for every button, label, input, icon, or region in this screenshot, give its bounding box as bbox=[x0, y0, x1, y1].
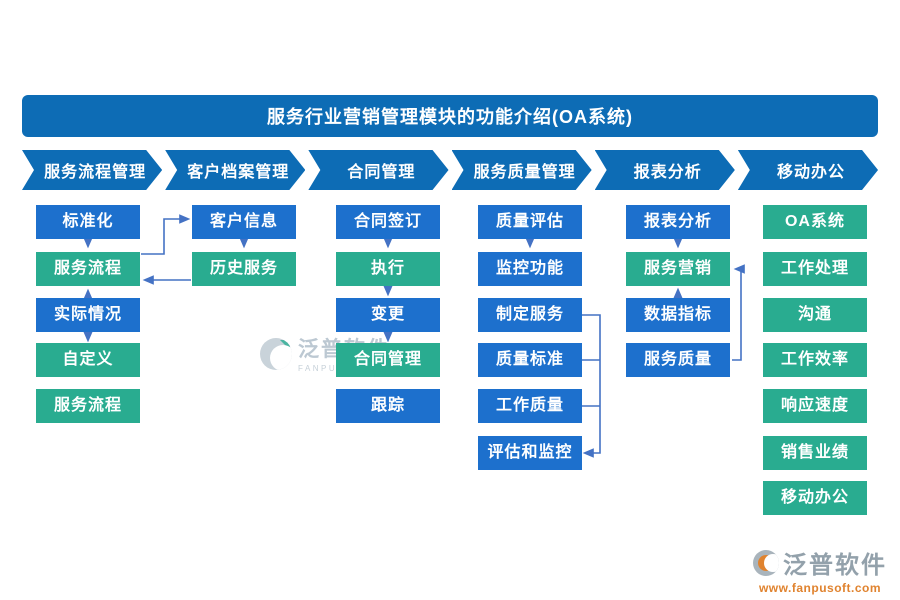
watermark-url-text: www.fanpusoft.com bbox=[758, 581, 882, 595]
flow-box-5-1: 报表分析 bbox=[626, 205, 730, 239]
flow-box-6-6: 销售业绩 bbox=[763, 436, 867, 470]
flow-box-4-2: 监控功能 bbox=[478, 252, 582, 286]
column-header-3: 合同管理 bbox=[308, 150, 448, 190]
flow-box-4-1: 质量评估 bbox=[478, 205, 582, 239]
column-header-5: 报表分析 bbox=[595, 150, 735, 190]
flow-box-6-2: 工作处理 bbox=[763, 252, 867, 286]
watermark-brand-text: 泛普软件 bbox=[783, 552, 887, 579]
flow-box-1-2: 服务流程 bbox=[36, 252, 140, 286]
header-banner-row: 服务流程管理客户档案管理合同管理服务质量管理报表分析移动办公 bbox=[22, 150, 878, 190]
column-header-4: 服务质量管理 bbox=[452, 150, 592, 190]
fanpu-logo-icon bbox=[260, 338, 292, 370]
connector-arrow bbox=[141, 214, 191, 255]
flow-box-3-1: 合同签订 bbox=[336, 205, 440, 239]
connector-arrow bbox=[732, 264, 745, 361]
flow-box-1-1: 标准化 bbox=[36, 205, 140, 239]
flow-box-3-4: 合同管理 bbox=[336, 343, 440, 377]
flow-box-5-4: 服务质量 bbox=[626, 343, 730, 377]
page-title: 服务行业营销管理模块的功能介绍(OA系统) bbox=[267, 107, 633, 127]
flow-box-5-3: 数据指标 bbox=[626, 298, 730, 332]
column-header-1: 服务流程管理 bbox=[22, 150, 162, 190]
connector-arrow bbox=[582, 314, 601, 458]
flow-box-6-7: 移动办公 bbox=[763, 481, 867, 515]
flow-box-6-1: OA系统 bbox=[763, 205, 867, 239]
flow-box-1-5: 服务流程 bbox=[36, 389, 140, 423]
column-header-6: 移动办公 bbox=[738, 150, 878, 190]
flow-box-5-2: 服务营销 bbox=[626, 252, 730, 286]
flow-box-3-2: 执行 bbox=[336, 252, 440, 286]
flow-box-1-3: 实际情况 bbox=[36, 298, 140, 332]
flow-box-4-6: 评估和监控 bbox=[478, 436, 582, 470]
flow-box-6-4: 工作效率 bbox=[763, 343, 867, 377]
title-bar: 服务行业营销管理模块的功能介绍(OA系统) bbox=[22, 95, 878, 137]
flow-box-6-3: 沟通 bbox=[763, 298, 867, 332]
flow-box-4-4: 质量标准 bbox=[478, 343, 582, 377]
flow-box-4-3: 制定服务 bbox=[478, 298, 582, 332]
flow-box-3-3: 变更 bbox=[336, 298, 440, 332]
flow-box-3-5: 跟踪 bbox=[336, 389, 440, 423]
flow-box-4-5: 工作质量 bbox=[478, 389, 582, 423]
flow-box-2-1: 客户信息 bbox=[192, 205, 296, 239]
flow-box-2-2: 历史服务 bbox=[192, 252, 296, 286]
flow-box-1-4: 自定义 bbox=[36, 343, 140, 377]
watermark-corner: 泛普软件 www.fanpusoft.com bbox=[748, 545, 892, 595]
fanpu-logo-icon bbox=[753, 549, 779, 576]
flow-box-6-5: 响应速度 bbox=[763, 389, 867, 423]
column-header-2: 客户档案管理 bbox=[165, 150, 305, 190]
